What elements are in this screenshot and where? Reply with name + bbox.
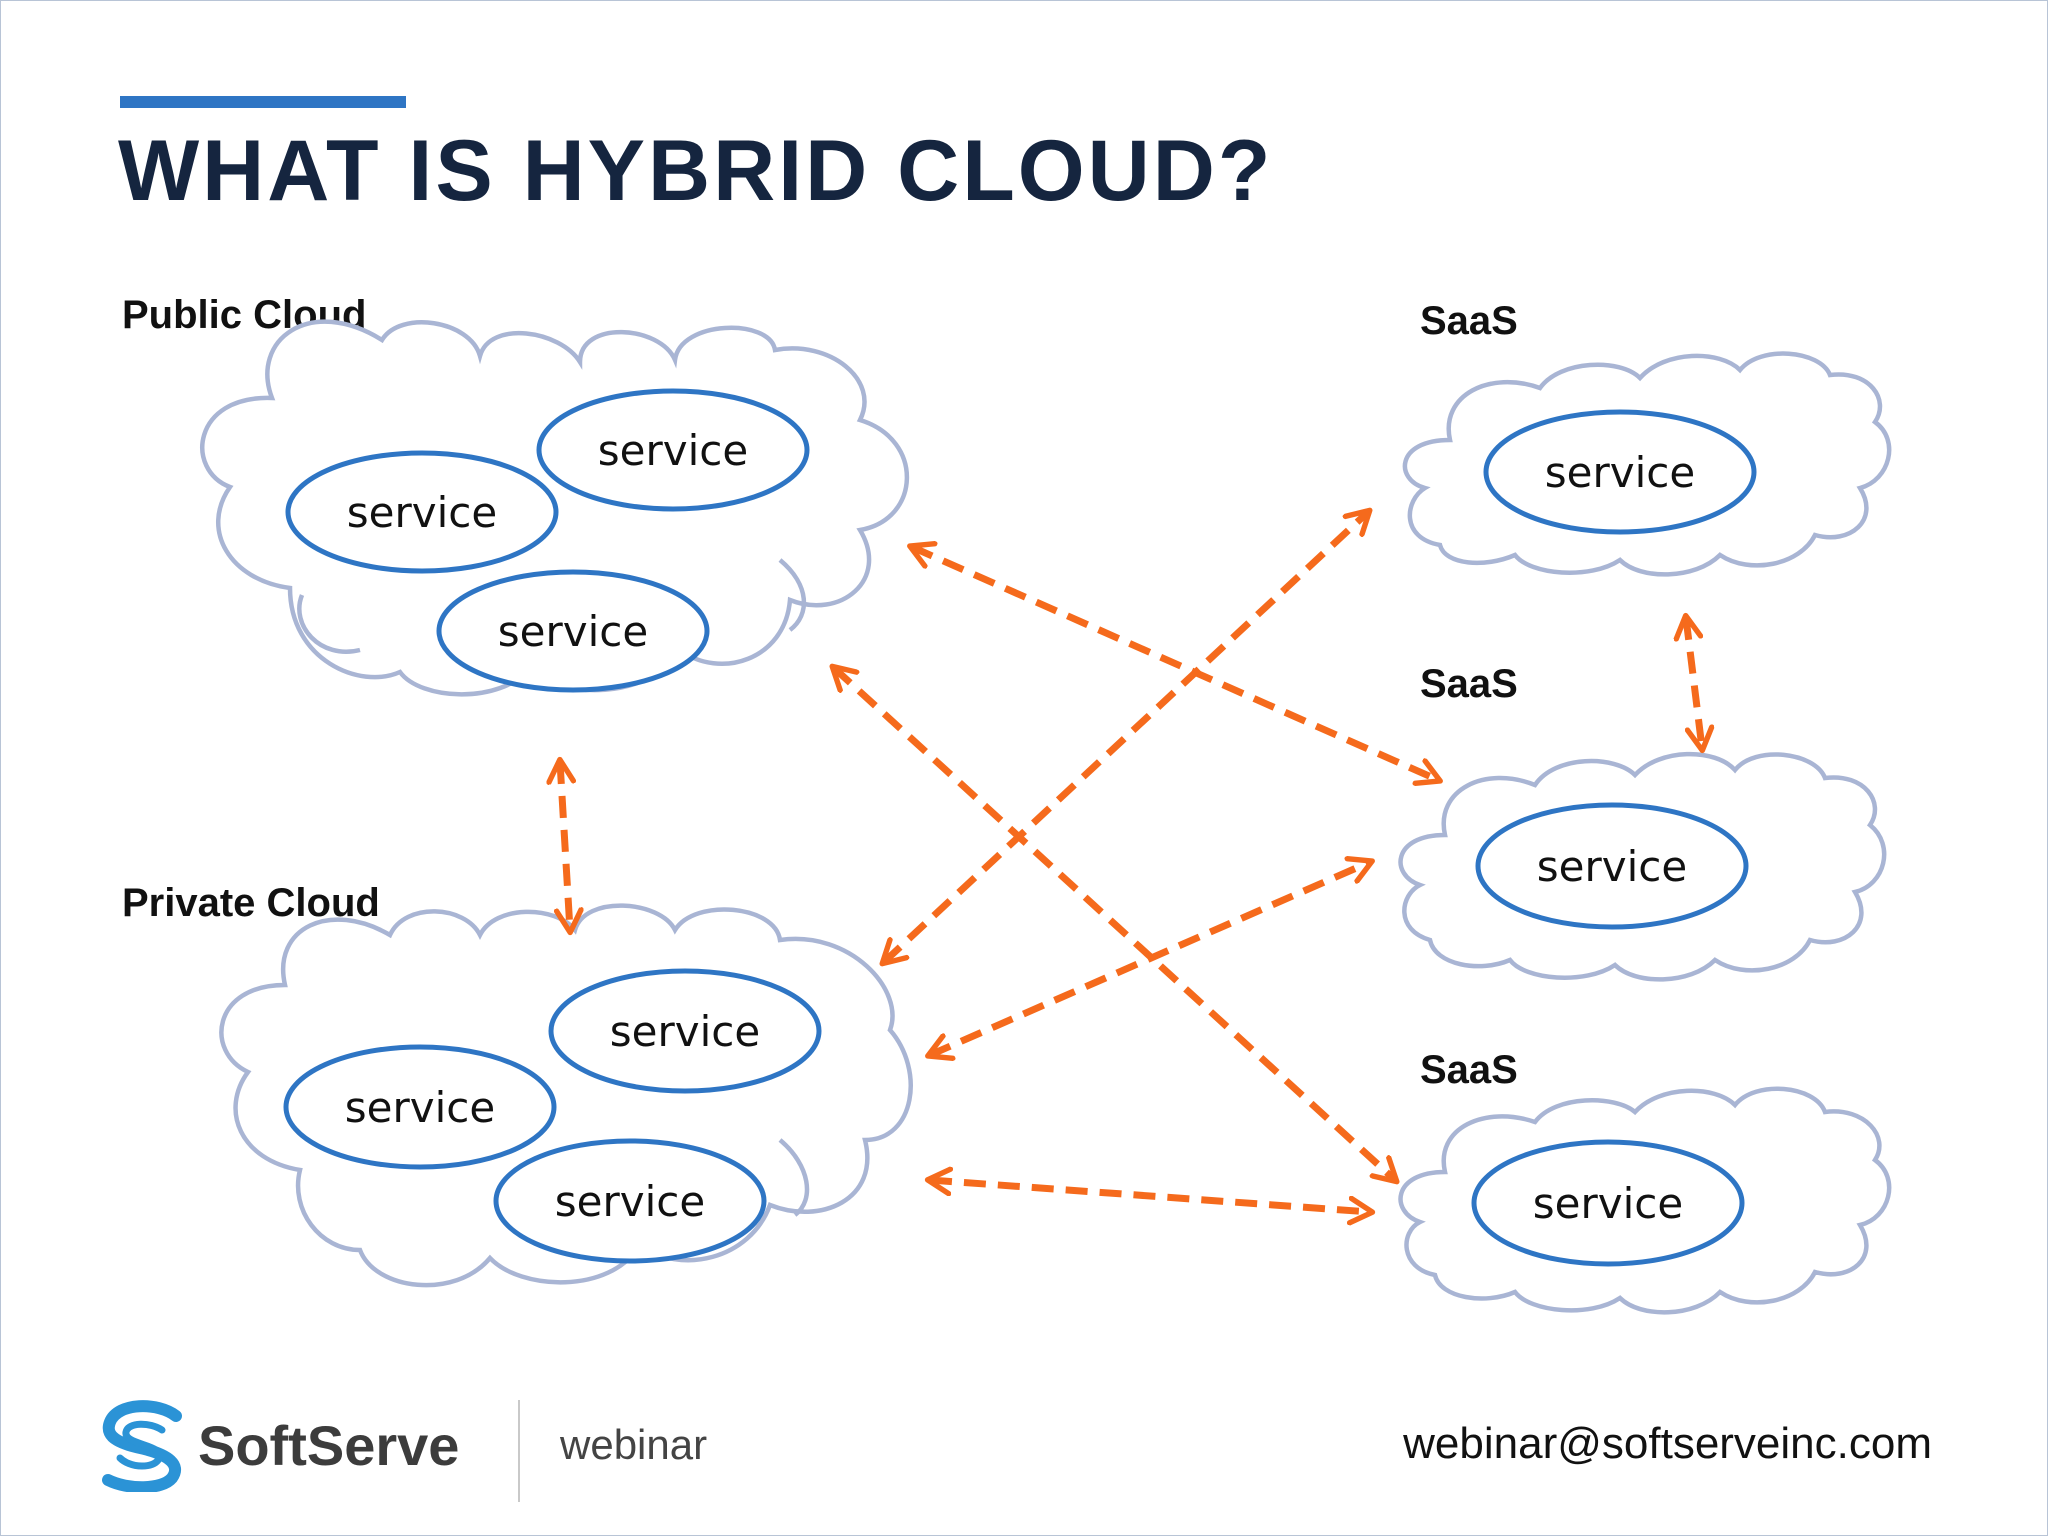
saas-3-label: SaaS — [1420, 1048, 1518, 1092]
service-label: service — [1533, 1179, 1683, 1228]
service-node — [436, 569, 710, 693]
service-label: service — [347, 488, 497, 537]
service-node — [1471, 1139, 1745, 1267]
connector-public-private — [560, 762, 570, 930]
service-node — [283, 1044, 557, 1170]
service-node — [1483, 409, 1757, 535]
connector-private-saas-3 — [930, 1180, 1370, 1212]
saas-2-label: SaaS — [1420, 662, 1518, 706]
saas-2-group: SaaS service — [1398, 662, 1887, 982]
private-cloud-group: Private Cloud service service service — [122, 881, 913, 1288]
service-label: service — [1537, 842, 1687, 891]
footer-divider — [518, 1400, 520, 1502]
page-title: WHAT IS HYBRID CLOUD? — [118, 123, 1274, 219]
connectors — [560, 512, 1702, 1212]
logo-swoosh-outer — [102, 1400, 182, 1492]
logo-swoosh-inner — [116, 1420, 166, 1470]
service-label: service — [345, 1083, 495, 1132]
saas-1-group: SaaS service — [1402, 299, 1892, 577]
service-node — [1475, 802, 1749, 930]
service-label: service — [598, 426, 748, 475]
service-node — [536, 388, 810, 512]
saas-3-group: SaaS service — [1398, 1048, 1892, 1315]
public-cloud-detail-arc — [297, 594, 361, 654]
service-label: service — [498, 607, 648, 656]
brand-name: SoftServe — [198, 1414, 460, 1477]
contact-email: webinar@softserveinc.com — [1403, 1419, 1932, 1468]
service-label: service — [610, 1007, 760, 1056]
connector-saas-1-saas-2 — [1686, 618, 1702, 748]
softserve-s-logo-icon — [102, 1400, 182, 1492]
service-node — [285, 450, 559, 574]
service-label: service — [1545, 448, 1695, 497]
service-node — [548, 968, 822, 1094]
service-label: service — [555, 1177, 705, 1226]
service-node — [493, 1138, 767, 1264]
title-accent-bar — [120, 96, 406, 108]
connector-private-saas-1 — [884, 512, 1368, 962]
saas-1-label: SaaS — [1420, 299, 1518, 343]
public-cloud-group: Public Cloud service service service — [122, 293, 910, 697]
private-cloud-detail-arc — [778, 1138, 810, 1217]
connector-private-saas-2 — [930, 862, 1370, 1055]
webinar-label: webinar — [560, 1421, 708, 1468]
connector-public-saas-2 — [912, 547, 1438, 780]
public-cloud-detail-arc — [778, 558, 807, 632]
